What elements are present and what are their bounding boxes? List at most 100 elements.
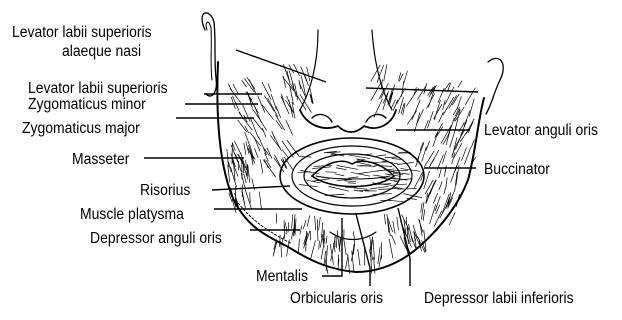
fiber-stroke — [282, 141, 293, 158]
fiber-stroke — [430, 204, 436, 224]
fiber-stroke — [389, 200, 403, 201]
fiber-stroke — [257, 115, 266, 130]
fiber-stroke — [399, 97, 404, 114]
fiber-stroke — [426, 141, 430, 151]
fiber-stroke — [398, 188, 417, 189]
left-nostril — [312, 115, 332, 122]
label-depressor-labii-inferioris: Depressor labii inferioris — [424, 290, 574, 308]
orbicularis-outer — [280, 138, 424, 214]
fiber-stroke — [379, 255, 381, 267]
fiber-stroke — [307, 215, 309, 226]
label-muscle-platysma: Muscle platysma — [80, 206, 184, 224]
fiber-stroke — [344, 239, 346, 254]
fiber-stroke — [385, 157, 399, 158]
fiber-stroke — [274, 136, 281, 151]
fiber-stroke — [294, 64, 300, 76]
fiber-stroke — [443, 97, 454, 115]
fiber-stroke — [393, 221, 395, 234]
fiber-stroke — [417, 86, 426, 100]
leader-lines — [144, 50, 478, 286]
fiber-stroke — [242, 104, 250, 122]
fiber-stroke — [255, 106, 262, 123]
fiber-stroke — [433, 132, 438, 147]
fiber-stroke — [465, 88, 475, 105]
fiber-stroke — [392, 158, 401, 159]
label-zygomaticus-major: Zygomaticus major — [22, 120, 140, 138]
fiber-stroke — [326, 236, 327, 244]
fiber-stroke — [282, 149, 288, 157]
fiber-stroke — [397, 88, 406, 104]
fiber-stroke — [452, 94, 459, 105]
fiber-stroke — [379, 88, 385, 99]
fiber-stroke — [242, 192, 245, 208]
fiber-stroke — [354, 188, 368, 189]
fiber-stroke — [348, 177, 358, 178]
label-masseter: Masseter — [72, 151, 129, 169]
label-depressor-anguli-oris: Depressor anguli oris — [90, 230, 222, 248]
fiber-stroke — [305, 76, 308, 86]
fiber-stroke — [419, 219, 423, 232]
fiber-stroke — [337, 179, 353, 180]
fiber-stroke — [344, 181, 356, 182]
fiber-stroke — [228, 165, 230, 182]
muscle-fiber-hatching — [227, 64, 476, 274]
fiber-stroke — [299, 82, 306, 99]
fiber-stroke — [439, 112, 444, 123]
fiber-stroke — [417, 109, 423, 123]
fiber-stroke — [429, 150, 439, 167]
fiber-stroke — [389, 239, 393, 258]
fiber-stroke — [412, 100, 420, 120]
fiber-stroke — [259, 192, 261, 210]
left-ear-inner — [206, 22, 212, 80]
leader-lls-alaeque-nasi — [236, 50, 326, 82]
fiber-stroke — [327, 245, 328, 255]
fiber-stroke — [307, 67, 310, 81]
fiber-stroke — [262, 128, 266, 137]
fiber-stroke — [258, 96, 265, 113]
fiber-stroke — [230, 88, 241, 103]
label-levator-anguli-oris: Levator anguli oris — [484, 122, 598, 140]
fiber-stroke — [286, 120, 293, 135]
label-risorius: Risorius — [140, 182, 190, 200]
fiber-stroke — [246, 160, 247, 170]
fiber-stroke — [245, 132, 250, 146]
fiber-stroke — [446, 178, 447, 187]
fiber-stroke — [384, 214, 385, 224]
fiber-stroke — [443, 100, 445, 109]
fiber-stroke — [244, 143, 246, 155]
label-levator-labii-superioris-alaeque-nasi-line2: alaeque nasi — [62, 43, 141, 61]
fiber-stroke — [292, 215, 293, 229]
fiber-stroke — [375, 165, 392, 166]
fiber-stroke — [335, 174, 344, 176]
fiber-stroke — [242, 80, 247, 87]
fiber-stroke — [231, 97, 235, 109]
fiber-stroke — [434, 104, 442, 119]
fiber-stroke — [303, 220, 306, 229]
fiber-stroke — [337, 165, 358, 169]
fiber-stroke — [358, 249, 360, 266]
fiber-stroke — [373, 175, 386, 177]
fiber-stroke — [370, 186, 388, 189]
fiber-stroke — [373, 194, 392, 195]
fiber-stroke — [336, 168, 346, 170]
fiber-stroke — [298, 172, 311, 173]
fiber-stroke — [421, 203, 423, 213]
fiber-stroke — [337, 230, 340, 252]
fiber-stroke — [263, 160, 275, 177]
fiber-stroke — [424, 120, 428, 130]
fiber-stroke — [439, 168, 442, 178]
fiber-stroke — [393, 100, 398, 111]
fiber-stroke — [439, 181, 442, 190]
fiber-stroke — [384, 64, 387, 81]
fiber-stroke — [315, 216, 316, 230]
fiber-stroke — [317, 219, 318, 241]
fiber-stroke — [259, 137, 267, 155]
fiber-stroke — [233, 84, 238, 94]
fiber-stroke — [406, 88, 418, 106]
fiber-stroke — [346, 256, 348, 269]
fiber-stroke — [422, 147, 427, 162]
label-zygomaticus-minor: Zygomaticus minor — [28, 96, 146, 114]
fiber-stroke — [262, 82, 271, 100]
fiber-stroke — [319, 241, 320, 250]
fiber-stroke — [252, 117, 262, 130]
